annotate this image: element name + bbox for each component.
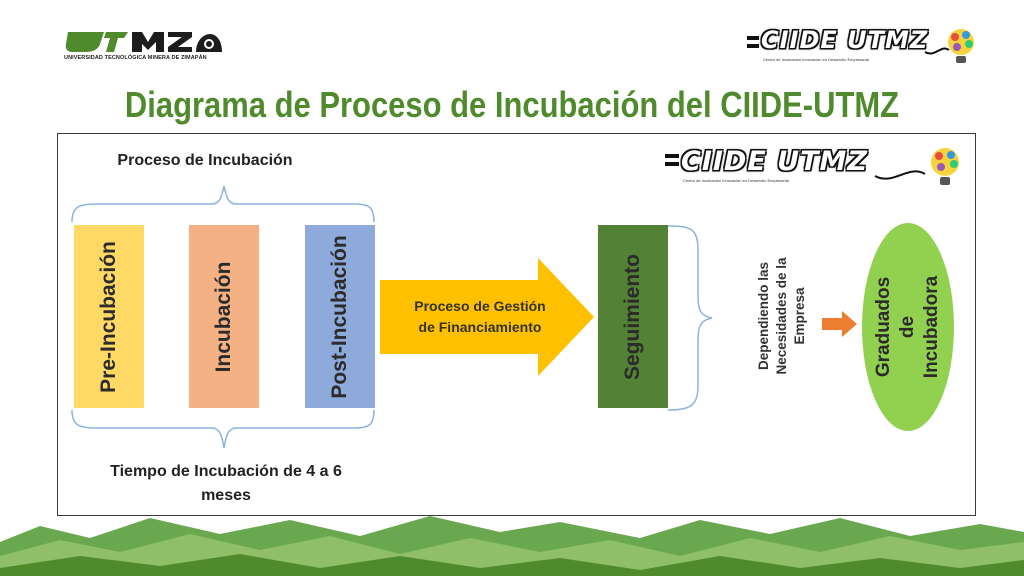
inner-ciide-logo: CIIDE UTMZ Centro de Incubación Innovaci… bbox=[663, 144, 973, 192]
graduados-line2: de bbox=[897, 315, 918, 339]
dependiendo-line3: Empresa bbox=[792, 287, 807, 345]
small-orange-arrow bbox=[822, 311, 857, 337]
seguimiento-brace bbox=[667, 225, 713, 411]
graduados-line3: Incubadora bbox=[921, 275, 942, 379]
inner-ciide-wordmark: CIIDE UTMZ bbox=[681, 146, 868, 177]
seguimiento-box: Seguimiento bbox=[598, 225, 668, 408]
page-title: Diagrama de Proceso de Incubación del CI… bbox=[124, 84, 900, 125]
inner-ciide-logo-mark bbox=[665, 148, 959, 185]
financing-arrow-shape bbox=[380, 258, 594, 376]
diagram-frame bbox=[57, 133, 976, 516]
stage-incubacion-label: Incubación bbox=[212, 261, 235, 372]
stage-pre-incubacion: Pre-Incubación bbox=[74, 225, 144, 408]
graduados-ellipse: Graduados de Incubadora bbox=[862, 223, 954, 431]
utmz-logo-subtitle: UNIVERSIDAD TECNOLÓGICA MINERA DE ZIMAPÁ… bbox=[64, 55, 207, 61]
mountains-decoration bbox=[0, 516, 1024, 576]
ciide-logo-wordmark: CIIDE UTMZ bbox=[761, 26, 929, 54]
utmz-logo: UNIVERSIDAD TECNOLÓGICA MINERA DE ZIMAPÁ… bbox=[64, 24, 224, 64]
graduados-text: Graduados de Incubadora bbox=[872, 276, 944, 378]
stage-incubacion: Incubación bbox=[189, 225, 259, 408]
seguimiento-label: Seguimiento bbox=[621, 253, 644, 380]
tiempo-incubacion-label: Tiempo de Incubación de 4 a 6 meses bbox=[110, 463, 342, 504]
dependiendo-line2: Necesidades de la bbox=[774, 257, 789, 375]
dependiendo-line1: Dependiendo las bbox=[756, 261, 771, 371]
ciide-logo: CIIDE UTMZ Centro de Incubación Innovaci… bbox=[745, 22, 980, 70]
ciide-logo-mark bbox=[747, 29, 974, 63]
top-brace bbox=[71, 185, 375, 223]
financing-arrow-line2: de Financiamiento bbox=[418, 319, 542, 335]
proceso-incubacion-label: Proceso de Incubación bbox=[117, 152, 293, 169]
graduados-line1: Graduados bbox=[873, 276, 894, 378]
stage-pre-incubacion-label: Pre-Incubación bbox=[97, 240, 120, 393]
stage-post-incubacion: Post-Incubación bbox=[305, 225, 375, 408]
financing-arrow-line1: Proceso de Gestión bbox=[414, 298, 546, 314]
utmz-logo-mark bbox=[65, 32, 222, 52]
bottom-brace bbox=[71, 409, 375, 449]
financing-arrow-text: Proceso de Gestión de Financiamiento bbox=[380, 296, 580, 338]
ciide-logo-subtitle: Centro de Incubación Innovación en Desar… bbox=[763, 57, 869, 62]
stage-post-incubacion-label: Post-Incubación bbox=[328, 234, 351, 399]
inner-ciide-subtitle: Centro de Incubación Innovación en Desar… bbox=[683, 178, 789, 183]
dependiendo-text: Dependiendo las Necesidades de la Empres… bbox=[755, 257, 809, 374]
